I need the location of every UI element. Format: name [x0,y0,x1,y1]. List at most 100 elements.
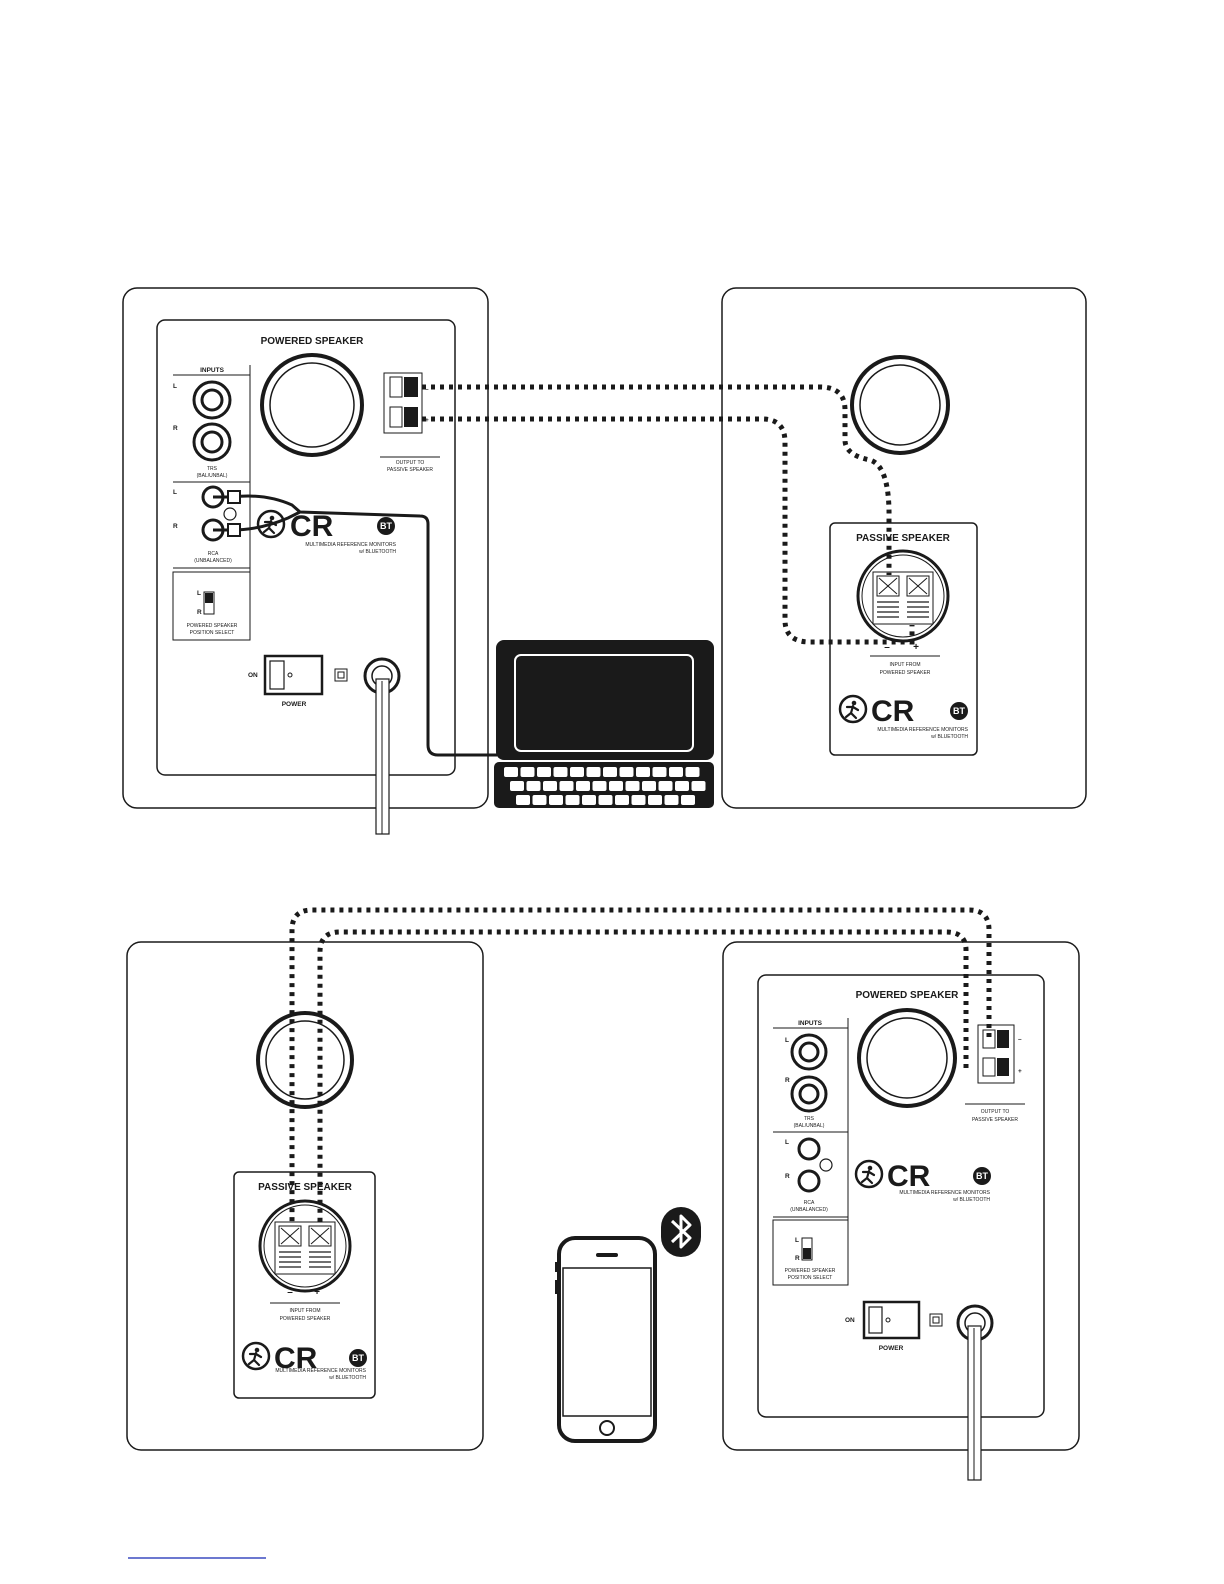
passive-speaker-title-bottom: PASSIVE SPEAKER [258,1182,353,1193]
keyboard-key [592,781,607,791]
rca-sub-label-bottom: (UNBALANCED) [790,1207,828,1213]
powered-speaker-title-bottom: POWERED SPEAKER [856,990,960,1001]
rca-left-label: L [173,489,177,496]
keyboard-key [691,781,706,791]
passive-bt-badge-bottom: BT [352,1353,364,1363]
rca-sub-label: (UNBALANCED) [194,558,232,564]
brand-logo-bottom: CR [887,1160,931,1193]
inputs-label: INPUTS [200,367,225,374]
brand-tagline-bottom: MULTIMEDIA REFERENCE MONITORS [899,1190,990,1196]
passive-speaker-top: PASSIVE SPEAKER – + INPUT FROM POWERED S… [721,287,1087,809]
power-label: POWER [282,701,307,708]
position-left-label-bottom: L [795,1237,799,1244]
passive-speaker-bottom: PASSIVE SPEAKER – + INPUT FROM POWERED S… [126,941,484,1451]
passive-bt-badge: BT [953,706,965,716]
passive-brand-logo-bottom: CR [274,1342,318,1375]
keyboard-key [669,767,683,777]
keyboard-key [625,781,640,791]
keyboard-key [609,781,623,791]
position-select-sub-label: POSITION SELECT [190,630,235,636]
laptop-icon [494,640,714,808]
rca-label: RCA [208,551,219,557]
keyboard-key [510,781,524,791]
on-label: ON [248,672,258,679]
position-select-sub-label-bottom: POSITION SELECT [788,1275,833,1281]
keyboard-key [532,795,547,805]
passive-plus: + [913,642,919,653]
output-sub-label-bottom: PASSIVE SPEAKER [972,1117,1018,1123]
trs-sub-label-bottom: (BAL/UNBAL) [794,1123,825,1129]
keyboard-key [526,781,541,791]
keyboard-key [559,781,574,791]
passive-input-terminal [872,571,934,625]
position-select-label: POWERED SPEAKER [187,623,238,629]
keyboard-key [576,781,590,791]
keyboard-key [648,795,662,805]
input-label-bottom: INPUT FROM [289,1308,320,1314]
passive-brand-tagline-bottom: MULTIMEDIA REFERENCE MONITORS [275,1368,366,1374]
rca-right-label-bottom: R [785,1173,790,1180]
passive-minus-bottom: – [287,1287,293,1298]
output-label: OUTPUT TO [396,460,425,466]
passive-brand-tagline-sub-bottom: w/ BLUETOOTH [329,1375,366,1381]
passive-brand-tagline: MULTIMEDIA REFERENCE MONITORS [877,727,968,733]
input-sub-label-bottom: POWERED SPEAKER [280,1316,331,1322]
output-label-bottom: OUTPUT TO [981,1109,1010,1115]
trs-right-label: R [173,425,178,432]
rca-right-label: R [173,523,178,530]
powered-speaker-top: POWERED SPEAKER INPUTS L R TRS (BAL/UNBA… [122,287,489,835]
speaker-cables-top [422,384,915,645]
trs-sub-label: (BAL/UNBAL) [197,473,228,479]
keyboard-key [615,795,629,805]
brand-logo: CR [290,510,334,543]
trs-label-bottom: TRS [804,1116,815,1122]
inputs-label-bottom: INPUTS [798,1020,823,1027]
input-label: INPUT FROM [889,662,920,668]
keyboard-key [586,767,601,777]
keyboard-key [570,767,584,777]
smartphone-icon [555,1236,657,1443]
speaker-cables-bottom [289,907,992,1222]
position-right-label: R [197,609,202,616]
power-label-bottom: POWER [879,1345,904,1352]
passive-minus: – [884,642,890,653]
keyboard-key [603,767,617,777]
output-plus-bottom: + [1018,1068,1022,1075]
passive-speaker-title: PASSIVE SPEAKER [856,533,951,544]
keyboard-key [504,767,518,777]
output-sub-label: PASSIVE SPEAKER [387,467,433,473]
brand-tagline-sub-bottom: w/ BLUETOOTH [953,1197,990,1203]
keyboard-key [631,795,646,805]
keyboard-key [537,767,551,777]
trs-left-label: L [173,383,177,390]
passive-plus-bottom: + [314,1287,320,1298]
passive-brand-tagline-sub: w/ BLUETOOTH [931,734,968,740]
rca-label-bottom: RCA [804,1200,815,1206]
keyboard-key [681,795,695,805]
keyboard-key [642,781,656,791]
keyboard-key [619,767,634,777]
input-sub-label: POWERED SPEAKER [880,670,931,676]
trs-left-label-bottom: L [785,1037,789,1044]
keyboard-key [582,795,596,805]
passive-input-terminal-bottom [274,1221,336,1275]
trs-label: TRS [207,466,218,472]
position-right-label-bottom: R [795,1255,800,1262]
keyboard-key [553,767,568,777]
bt-badge: BT [380,521,392,531]
output-minus-bottom: – [1018,1036,1022,1043]
keyboard-key [565,795,580,805]
keyboard-key [652,767,667,777]
position-left-label: L [197,590,201,597]
brand-tagline-sub: w/ BLUETOOTH [359,549,396,555]
output-minus: – [425,386,429,393]
bluetooth-icon [661,1207,701,1257]
output-plus: + [425,417,429,424]
keyboard-key [516,795,530,805]
bt-badge-bottom: BT [976,1171,988,1181]
powered-speaker-title: POWERED SPEAKER [261,336,365,347]
position-select-label-bottom: POWERED SPEAKER [785,1268,836,1274]
rca-cable-to-laptop [213,490,497,757]
on-label-bottom: ON [845,1317,855,1324]
keyboard-key [636,767,650,777]
